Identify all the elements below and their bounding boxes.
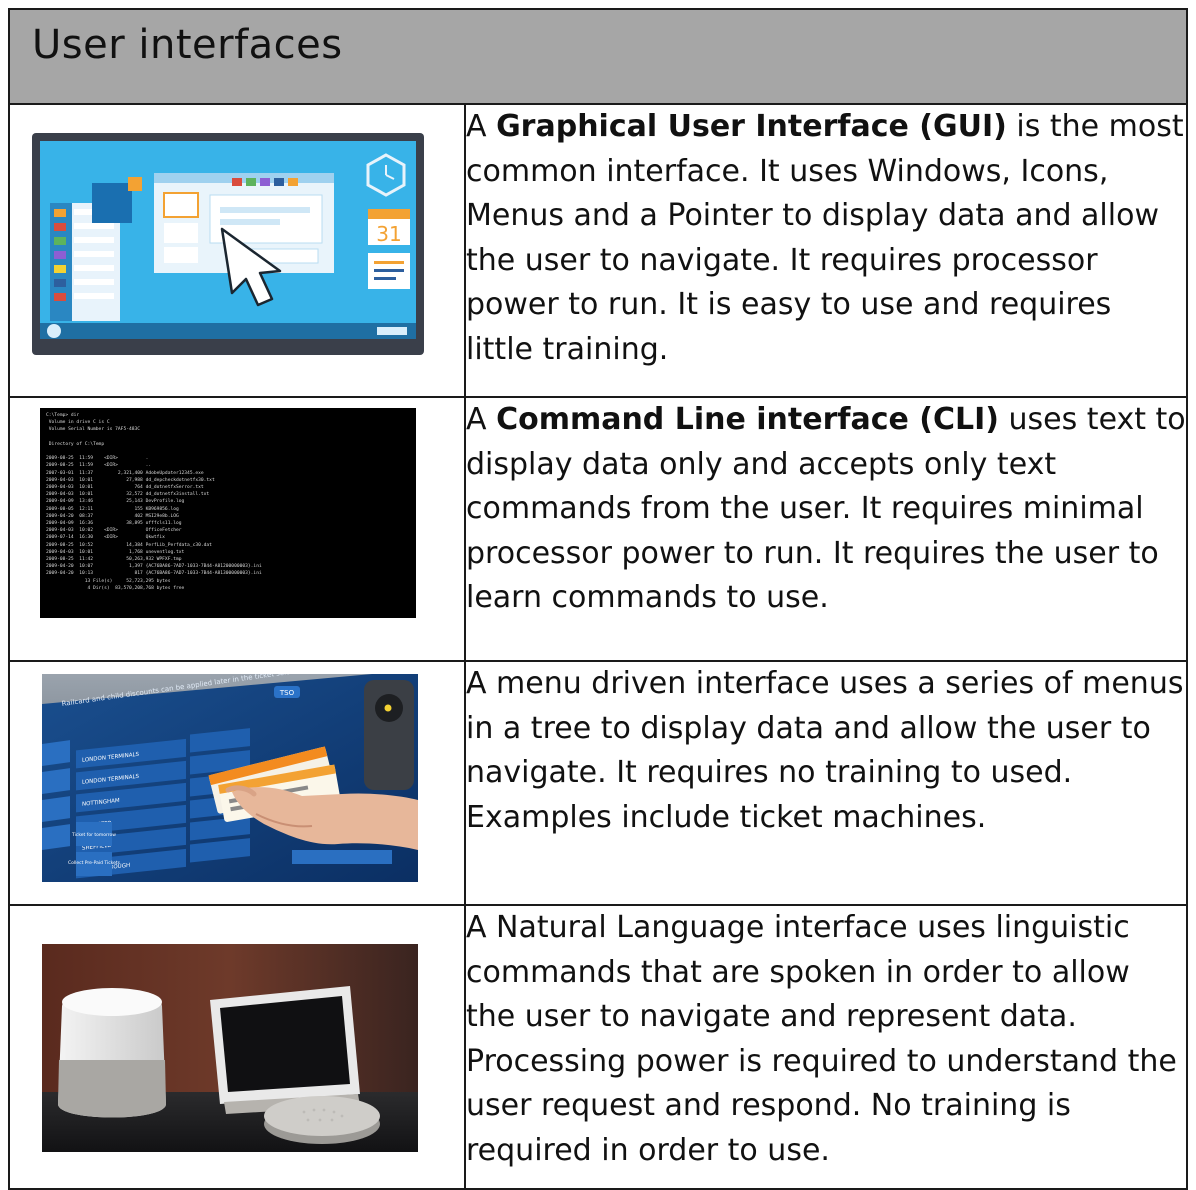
- kiosk-destination-label: NOTTINGHAM: [82, 798, 120, 808]
- gui-description: is the most common interface. It uses Wi…: [466, 109, 1184, 367]
- gui-illustration: 31: [32, 133, 424, 355]
- image-cell-cli: C:\Temp> dir Volume in drive C is C Volu…: [8, 396, 466, 662]
- text-cell-natural-language: A Natural Language interface uses lingui…: [464, 904, 1188, 1190]
- document-page: User interfaces: [8, 8, 1188, 1190]
- table-row-menu: Railcard and child discounts can be appl…: [8, 660, 1188, 906]
- kiosk-tomorrow-button: Ticket for tomorrow: [71, 832, 116, 838]
- cli-line: 2009-04-20 08:37 402 MSI29e8b.LOG: [46, 513, 179, 519]
- table-row-cli: C:\Temp> dir Volume in drive C is C Volu…: [8, 396, 1188, 662]
- header-bar: User interfaces: [8, 8, 1188, 105]
- table-row-natural-language: A Natural Language interface uses lingui…: [8, 904, 1188, 1190]
- gui-term: Graphical User Interface (GUI): [496, 109, 1007, 144]
- cli-line: 13 File(s) 52,723,295 bytes: [46, 578, 171, 584]
- cli-line: 2009-04-09 13:46 25,143 DevProfile.log: [46, 499, 185, 505]
- kiosk-destination-label: SHEFFIELD: [82, 843, 112, 852]
- cli-line: 2009-04-03 10:02 <DIR> OfficeFetcher: [46, 528, 182, 534]
- cli-line: 2009-07-14 16:30 <DIR> Qkwtfix: [46, 535, 165, 541]
- image-cell-gui: 31: [8, 103, 466, 398]
- kiosk-collect-button: Collect Pre-Paid Tickets: [68, 860, 121, 866]
- cli-line: Directory of C:\Temp: [46, 441, 105, 447]
- cli-line: 2009-08-05 12:11 155 KB969856.log: [46, 506, 179, 512]
- cli-line: Volume in drive C is C: [46, 420, 110, 426]
- cli-line: 2009-04-03 10:01 32,572 dd_dotnetfx3inst…: [46, 492, 210, 498]
- cli-line: [46, 448, 262, 455]
- cli-line: C:\Temp> dir: [46, 413, 80, 418]
- cli-line: 2009-04-20 10:13 817 {AC76BA86-7AD7-1033…: [46, 571, 262, 577]
- cli-line: 2009-08-25 11:59 <DIR> ..: [46, 463, 152, 469]
- cli-text-prefix: A: [466, 402, 497, 437]
- cli-term: Command Line interface (CLI): [496, 402, 999, 437]
- text-cell-cli: A Command Line interface (CLI) uses text…: [464, 396, 1188, 662]
- kiosk-destination-row: LONDON TERMINALS: [76, 750, 250, 791]
- cli-description: uses text to display data only and accep…: [466, 402, 1186, 615]
- image-cell-menu: Railcard and child discounts can be appl…: [8, 660, 466, 906]
- interfaces-table: 31 A Graphical User Interface (GUI) is t…: [8, 103, 1188, 1190]
- cli-line: 2009-04-09 16:36 38,895 offfcls11.log: [46, 521, 182, 527]
- page-title: User interfaces: [32, 22, 343, 68]
- cli-line: 2009-04-03 10:01 1,768 uneventlog.txt: [46, 549, 185, 555]
- gui-text-prefix: A: [466, 109, 497, 144]
- text-cell-gui: A Graphical User Interface (GUI) is the …: [464, 103, 1188, 398]
- cli-line: 4 Dir(s) 83,570,208,768 bytes free: [46, 585, 185, 591]
- image-cell-natural-language: [8, 904, 466, 1190]
- cli-output: C:\Temp> dir Volume in drive C is C Volu…: [46, 412, 262, 592]
- text-cell-menu: A menu driven interface uses a series of…: [464, 660, 1188, 906]
- nl-description: A Natural Language interface uses lingui…: [466, 910, 1177, 1168]
- smart-speaker-photo: [42, 944, 418, 1152]
- menu-description: A menu driven interface uses a series of…: [466, 666, 1184, 835]
- cli-line: [46, 434, 262, 441]
- cli-line: 2009-08-25 10:52 14,384 PerfLib_Perfdata…: [46, 542, 212, 548]
- table-row-gui: 31 A Graphical User Interface (GUI) is t…: [8, 103, 1188, 398]
- cli-line: 2009-04-03 10:01 764 dd_dotnetfxSerror.t…: [46, 485, 204, 491]
- cli-line: 2009-04-03 10:01 27,988 dd_depcheckdotne…: [46, 477, 215, 483]
- cli-line: 2007-03-01 11:37 2,321,400 AdobeUpdater1…: [46, 470, 204, 476]
- cli-line: Volume Serial Number is 7AF5-483C: [46, 427, 141, 433]
- ticket-machine-photo: Railcard and child discounts can be appl…: [42, 674, 418, 882]
- cli-line: 2009-04-20 10:07 1,397 {AC76BA86-7AD7-10…: [46, 564, 262, 570]
- cli-screenshot: C:\Temp> dir Volume in drive C is C Volu…: [40, 408, 416, 618]
- cli-line: 2009-08-25 11:59 <DIR> .: [46, 456, 149, 462]
- kiosk-destination-row: SHEFFIELD: [76, 816, 250, 857]
- calendar-number: 31: [376, 222, 401, 246]
- kiosk-logo: TSO: [279, 689, 295, 697]
- kiosk-destination-row: LONDON TERMINALS: [76, 728, 250, 769]
- cli-line: 2009-08-25 11:42 50,263,932 WPFXF.tmp: [46, 557, 182, 563]
